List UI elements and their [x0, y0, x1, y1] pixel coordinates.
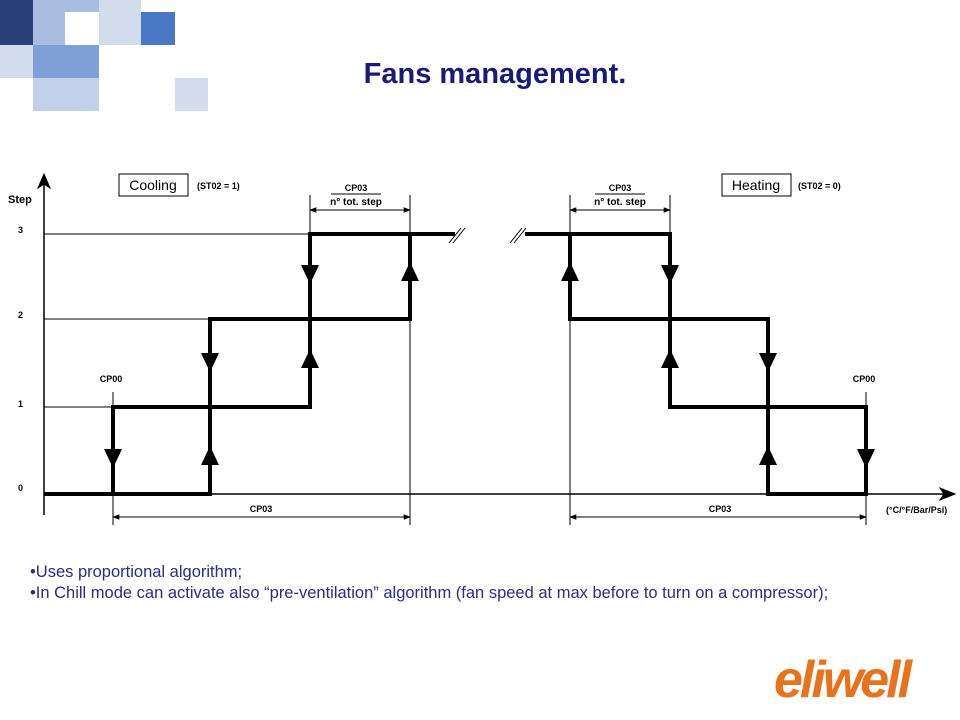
bullet-item: •Uses proportional algorithm;: [30, 563, 243, 581]
arrow-down: [759, 353, 777, 372]
heating-band-label: CP03: [709, 504, 732, 514]
arrow-down: [661, 265, 679, 284]
bullet-item: •In Chill mode can activate also “pre-ve…: [30, 584, 829, 602]
cooling-curve: [44, 232, 455, 496]
deco-square: [0, 45, 33, 78]
reference-verticals: [112, 195, 867, 525]
deco-square: [33, 45, 99, 78]
arrow-up: [301, 349, 319, 368]
cooling-offset-label: CP00: [100, 374, 123, 384]
direction-arrows: [104, 262, 875, 468]
axes: [36, 172, 957, 515]
deco-square: [141, 12, 175, 45]
arrow-up: [401, 262, 419, 281]
y-axis-label: Step: [8, 194, 32, 206]
heating-hysteresis-path: [568, 232, 868, 496]
fraction-numerator: CP03: [609, 183, 632, 193]
bullet-list: •Uses proportional algorithm; •In Chill …: [30, 562, 850, 604]
level-lines: [44, 233, 310, 408]
deco-square: [33, 78, 99, 111]
arrow-up: [759, 446, 777, 465]
step-tick-label: 3: [18, 225, 23, 235]
arrow-down: [104, 449, 122, 468]
fans-step-diagram: Step 3 2 1 0: [8, 172, 957, 525]
arrow-down: [857, 449, 875, 468]
heating-mode-box: Heating (ST02 = 0): [721, 173, 841, 197]
cooling-mode-box: Cooling (ST02 = 1): [118, 173, 240, 197]
y-axis-arrow: [36, 172, 52, 190]
cooling-hysteresis-path: [44, 232, 412, 496]
page-title: Fans management.: [363, 58, 627, 90]
arrow-up: [661, 349, 679, 368]
dimension-lines: [112, 207, 867, 520]
heating-condition: (ST02 = 0): [798, 181, 841, 191]
arrow-up: [201, 446, 219, 465]
step-tick-label: 0: [18, 483, 23, 493]
step-tick-label: 1: [18, 399, 23, 409]
heating-mode-label: Heating: [732, 177, 780, 193]
arrow-up: [561, 262, 579, 281]
x-axis-arrow: [938, 486, 957, 502]
deco-square: [0, 0, 33, 45]
cooling-mode-label: Cooling: [129, 177, 176, 193]
x-axis-label: (°C/°F/Bar/Psi): [886, 505, 947, 515]
axis-break-marks: [448, 227, 527, 244]
deco-square: [33, 0, 65, 45]
fraction-denominator: n° tot. step: [330, 197, 382, 208]
fraction-numerator: CP03: [345, 183, 368, 193]
cooling-step-fraction: CP03 n° tot. step: [330, 183, 382, 208]
step-tick-label: 2: [18, 310, 23, 320]
deco-square: [99, 0, 141, 45]
cooling-condition: (ST02 = 1): [197, 181, 240, 191]
deco-square: [65, 0, 99, 12]
deco-square: [175, 78, 208, 111]
arrow-down: [201, 353, 219, 372]
heating-curve: [525, 232, 868, 496]
heating-step-fraction: CP03 n° tot. step: [594, 183, 646, 208]
fraction-denominator: n° tot. step: [594, 197, 646, 208]
arrow-down: [301, 265, 319, 284]
logo-wordmark: eliwell: [774, 655, 914, 705]
heating-offset-label: CP00: [853, 374, 876, 384]
cooling-band-label: CP03: [250, 504, 273, 514]
eliwell-logo: eliwell: [774, 655, 917, 705]
